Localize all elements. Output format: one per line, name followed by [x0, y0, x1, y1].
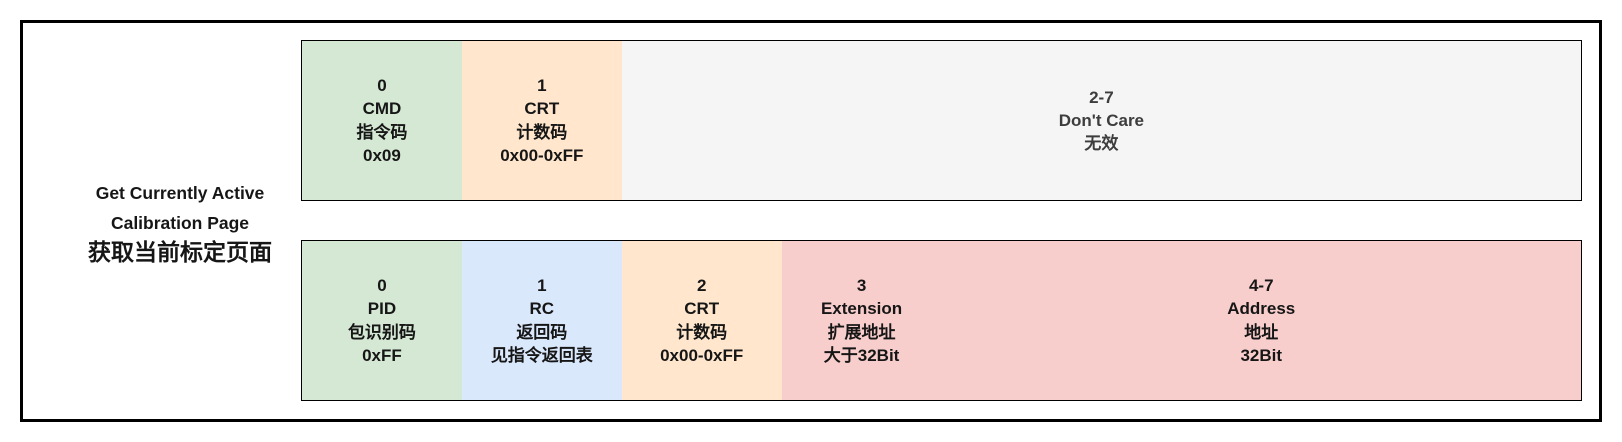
cell-line: 0x00-0xFF — [660, 345, 744, 365]
cell-line: RC — [529, 299, 555, 319]
cell-line: 包识别码 — [347, 322, 416, 342]
cell-line: Address — [1227, 299, 1296, 319]
cell-line: 计数码 — [516, 122, 568, 142]
cell-line: CRT — [524, 99, 560, 119]
cell-line: Extension — [820, 299, 903, 319]
cell-line: 见指令返回表 — [490, 345, 593, 365]
cell-line: CMD — [362, 99, 402, 119]
cell-line: 地址 — [1244, 322, 1279, 342]
cell-line: 2 — [696, 275, 707, 295]
cell-line: PID — [367, 299, 397, 319]
cell-line: 扩展地址 — [827, 322, 896, 342]
cell-line: 返回码 — [516, 322, 568, 342]
cell-line: 0 — [377, 75, 387, 95]
cell-line: Don't Care — [1058, 110, 1145, 130]
packet-label-line-en-2: Calibration Page — [110, 213, 250, 233]
cell-line: 指令码 — [356, 122, 408, 142]
cell-line: 无效 — [1084, 134, 1119, 154]
packet-label: Get Currently Active Calibration Page 获取… — [40, 178, 320, 267]
packet-label-line-en-1: Get Currently Active — [95, 183, 265, 203]
cell-line: 0x00-0xFF — [500, 145, 584, 165]
cell-line: 1 — [537, 275, 547, 295]
cell-line: 3 — [856, 275, 867, 295]
cell-line: CRT — [684, 299, 720, 319]
cell-line: 1 — [537, 75, 547, 95]
cell-line: 0xFF — [362, 345, 402, 365]
cell-line: 0x09 — [363, 145, 401, 165]
cell-line: 0 — [377, 275, 387, 295]
packet-label-line-zh: 获取当前标定页面 — [88, 239, 272, 265]
cell-line: 32Bit — [1240, 345, 1283, 365]
cell-line: 4-7 — [1248, 275, 1274, 295]
cell-line: 计数码 — [676, 322, 728, 342]
cell-line: 大于32Bit — [823, 345, 900, 365]
cell-line: 2-7 — [1089, 87, 1114, 107]
